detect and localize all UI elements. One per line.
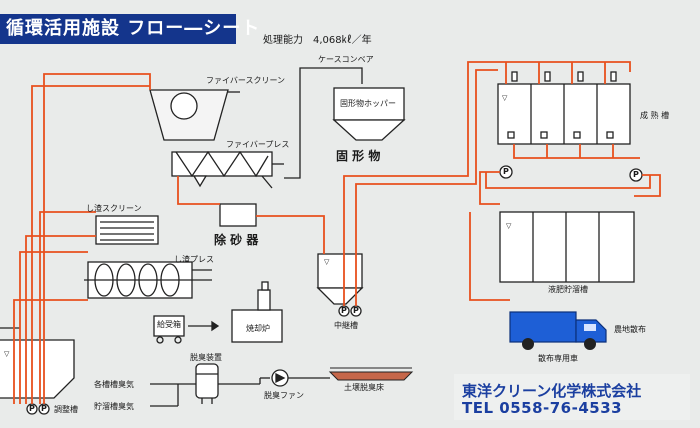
- pump-label-relay-2: P: [353, 306, 359, 315]
- relay-tank-unit: ▽: [316, 253, 364, 305]
- soil-bed-unit: [328, 367, 414, 381]
- deodor-fan-unit: [271, 369, 330, 387]
- case-conveyor-label: ケースコンベア: [318, 55, 374, 64]
- field-application-label: 農地散布: [614, 325, 646, 334]
- spray-truck-shape: [509, 311, 607, 350]
- pump-label-maturing-2: P: [633, 170, 639, 179]
- pump-label-adjust-2: P: [41, 404, 47, 413]
- company-panel: 東洋クリーン化学株式会社 TEL 0558-76-4533: [454, 374, 690, 420]
- feeder-unit: [153, 315, 220, 344]
- incinerator-unit: [231, 281, 283, 343]
- adjust-tank-label: 調整槽: [54, 405, 78, 414]
- incinerator-label: 焼却炉: [246, 324, 270, 333]
- liquid-storage-unit: ▽: [499, 211, 635, 283]
- sieve-screen-unit: [95, 215, 159, 245]
- sieve-press-unit: [84, 261, 212, 299]
- solid-hopper-unit: [332, 87, 406, 141]
- svg-text:▽: ▽: [506, 222, 512, 230]
- page-title: 循環活用施設 フロー―シート: [0, 14, 259, 44]
- svg-text:▽: ▽: [324, 258, 330, 266]
- fiber-press-label: ファイバープレス: [226, 140, 290, 149]
- svg-text:▽: ▽: [502, 94, 508, 102]
- deodorizer-unit: [150, 363, 270, 407]
- company-name: 東洋クリーン化学株式会社: [462, 382, 642, 400]
- soil-bed-label: 土壌脱臭床: [344, 383, 384, 392]
- fiber-screen-label: ファイバースクリーン: [206, 76, 286, 85]
- pump-label-maturing-1: P: [503, 167, 509, 176]
- pump-label-adjust-1: P: [29, 404, 35, 413]
- pump-label-relay-1: P: [341, 306, 347, 315]
- grit-remover-label: 除 砂 器: [214, 233, 259, 247]
- spray-truck-label: 散布専用車: [538, 354, 578, 363]
- svg-text:▽: ▽: [4, 350, 10, 358]
- liquid-storage-label: 液肥貯溜槽: [548, 285, 588, 294]
- sieve-screen-label: し渣スクリーン: [86, 204, 142, 213]
- grit-remover-box: [219, 203, 257, 227]
- fiber-press-unit: [171, 150, 284, 188]
- tank-odor-label: 各槽槽臭気: [94, 380, 134, 389]
- maturing-tank-label: 成 熟 槽: [640, 111, 670, 120]
- relay-tank-label: 中継槽: [334, 321, 358, 330]
- fiber-screen-unit: [149, 89, 240, 141]
- deodor-fan-label: 脱臭ファン: [264, 391, 304, 400]
- solid-label: 固 形 物: [336, 149, 381, 163]
- case-conveyor: [284, 67, 363, 179]
- deodorizer-label: 脱臭装置: [190, 353, 222, 362]
- sieve-press-label: し渣プレス: [174, 255, 214, 264]
- pumps: [26, 165, 643, 415]
- solid-hopper-label: 固形物ホッパー: [340, 99, 396, 108]
- maturing-tanks-unit: ▽: [497, 71, 631, 145]
- feeder-label: 給受箱: [157, 320, 181, 329]
- capacity-label: 処理能力 4,068㎘／年: [263, 35, 372, 46]
- adjust-tank-unit: ▽: [0, 327, 75, 399]
- storage-odor-label: 貯溜槽臭気: [94, 402, 134, 411]
- company-tel: TEL 0558-76-4533: [462, 399, 623, 417]
